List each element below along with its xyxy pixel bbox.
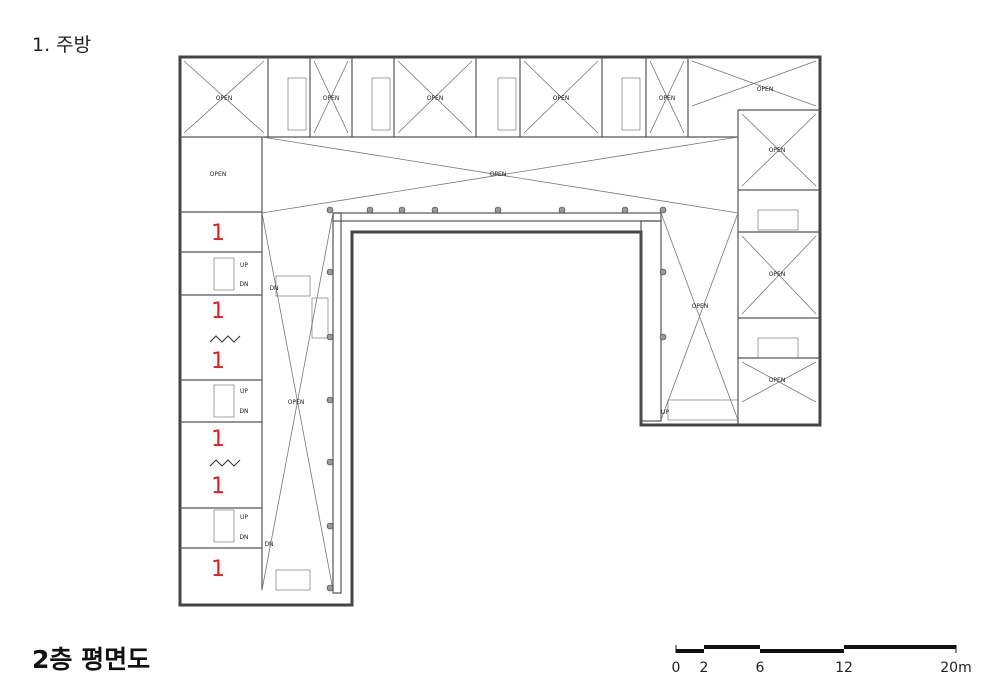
- open-label: OPEN: [216, 95, 233, 102]
- open-label: OPEN: [490, 171, 507, 178]
- scale-tick-12: 12: [835, 660, 853, 676]
- zigzag-partitions: [209, 335, 241, 467]
- stair-labels: UP DN DN UP DN UP DN DN UP: [239, 262, 669, 548]
- inner-walls: [180, 57, 820, 594]
- open-label: OPEN: [769, 377, 786, 384]
- open-labels: OPEN OPEN OPEN OPEN OPEN OPEN OPEN OPEN …: [210, 86, 786, 406]
- kitchen-markers: 1 1 1 1 1 1: [211, 221, 225, 582]
- structural-columns: [326, 206, 667, 592]
- kitchen-number: 1: [211, 474, 225, 499]
- kitchen-number: 1: [211, 349, 225, 374]
- scale-tick-6: 6: [756, 660, 765, 676]
- scale-bar: 0 2 6 12 20m: [672, 645, 972, 676]
- open-label: OPEN: [692, 303, 709, 310]
- up-label: UP: [240, 514, 248, 521]
- open-label: OPEN: [553, 95, 570, 102]
- kitchen-number: 1: [211, 299, 225, 324]
- open-label: OPEN: [769, 147, 786, 154]
- kitchen-number: 1: [211, 427, 225, 452]
- stairs: [213, 77, 799, 591]
- up-label: UP: [240, 262, 248, 269]
- up-label: UP: [661, 409, 669, 416]
- kitchen-number: 1: [211, 557, 225, 582]
- scale-tick-2: 2: [700, 660, 709, 676]
- legend-kitchen: 1. 주방: [32, 34, 92, 56]
- dn-label: DN: [239, 281, 248, 288]
- up-label: UP: [240, 388, 248, 395]
- dn-label: DN: [239, 408, 248, 415]
- kitchen-number: 1: [211, 221, 225, 246]
- open-voids: [183, 60, 817, 591]
- open-label: OPEN: [210, 171, 227, 178]
- open-label: OPEN: [757, 86, 774, 93]
- open-label: OPEN: [769, 271, 786, 278]
- open-label: OPEN: [427, 95, 444, 102]
- scale-tick-20: 20m: [940, 660, 971, 676]
- floor-plan-title: 2층 평면도: [32, 645, 151, 674]
- dn-label: DN: [239, 534, 248, 541]
- open-label: OPEN: [323, 95, 340, 102]
- dn-label: DN: [264, 541, 273, 548]
- scale-tick-0: 0: [672, 660, 681, 676]
- open-label: OPEN: [288, 399, 305, 406]
- open-label: OPEN: [659, 95, 676, 102]
- dn-label: DN: [269, 285, 278, 292]
